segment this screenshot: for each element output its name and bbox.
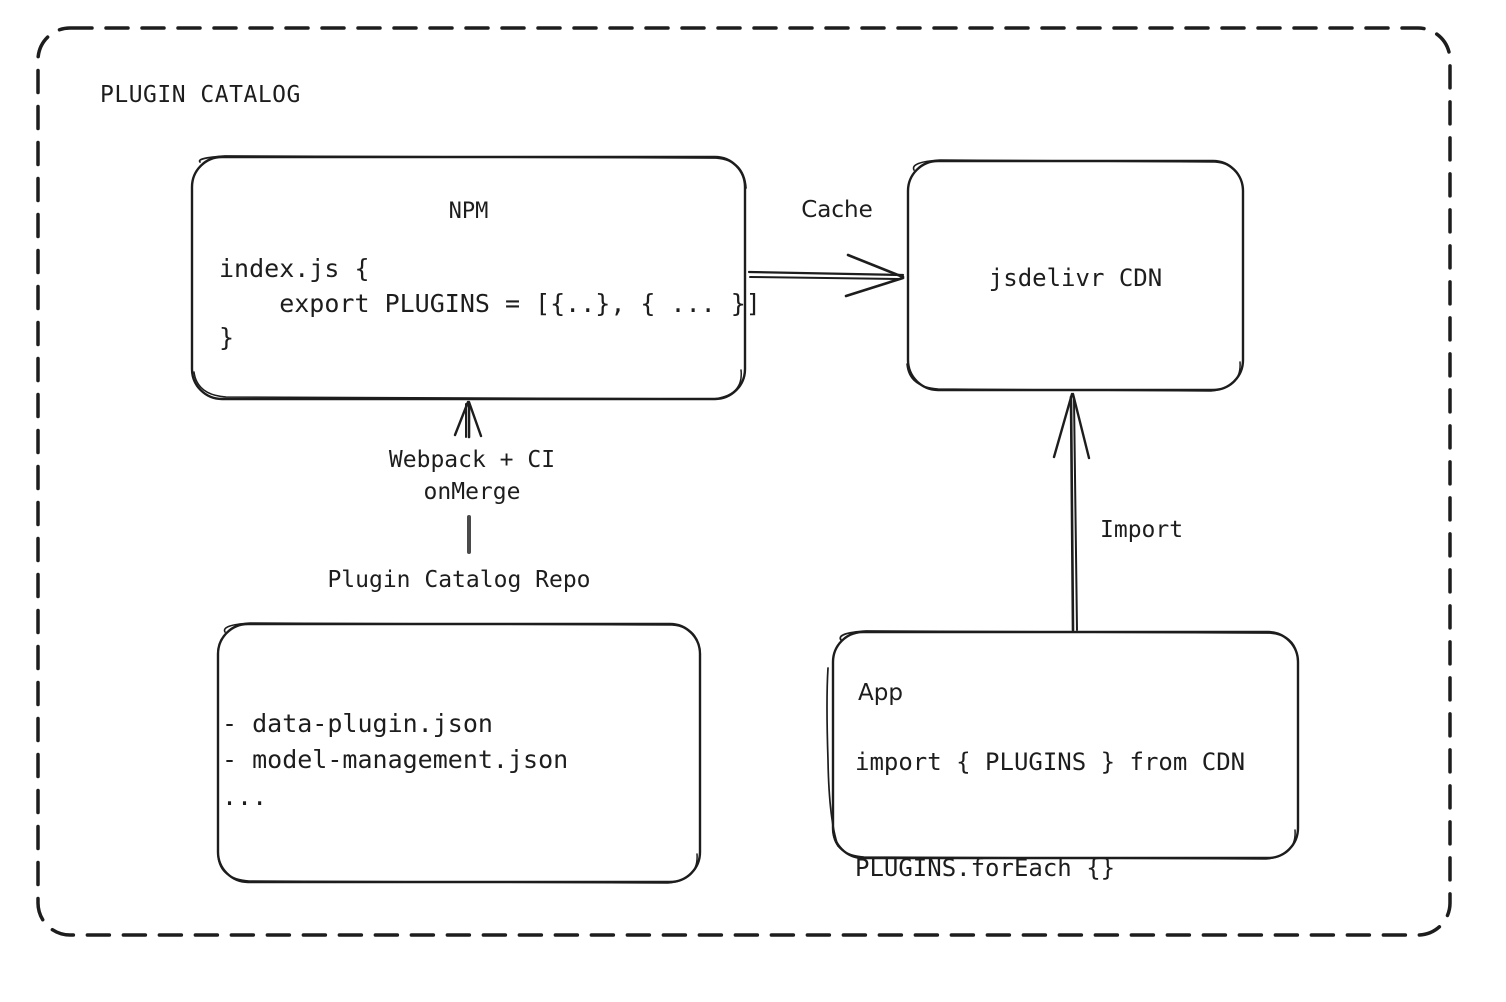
page-title: PLUGIN CATALOG xyxy=(100,82,301,108)
import-edge-label: Import xyxy=(1100,517,1184,543)
app-node-title: App xyxy=(858,680,903,706)
cdn-node-title: jsdelivr CDN xyxy=(988,264,1163,292)
npm-node-code: index.js { export PLUGINS = [{..}, { ...… xyxy=(219,254,761,352)
npm-node-title: NPM xyxy=(448,199,489,224)
repo-node-label: Plugin Catalog Repo xyxy=(327,567,591,593)
build-edge-label: Webpack + CI onMerge xyxy=(388,447,556,505)
app-node-code: import { PLUGINS } from CDN PLUGINS.forE… xyxy=(855,748,1246,882)
cache-arrow xyxy=(747,253,905,298)
cache-edge-label: Cache xyxy=(801,197,873,223)
import-arrow xyxy=(1052,392,1091,632)
repo-node-items: - data-plugin.json - model-management.js… xyxy=(222,709,569,811)
